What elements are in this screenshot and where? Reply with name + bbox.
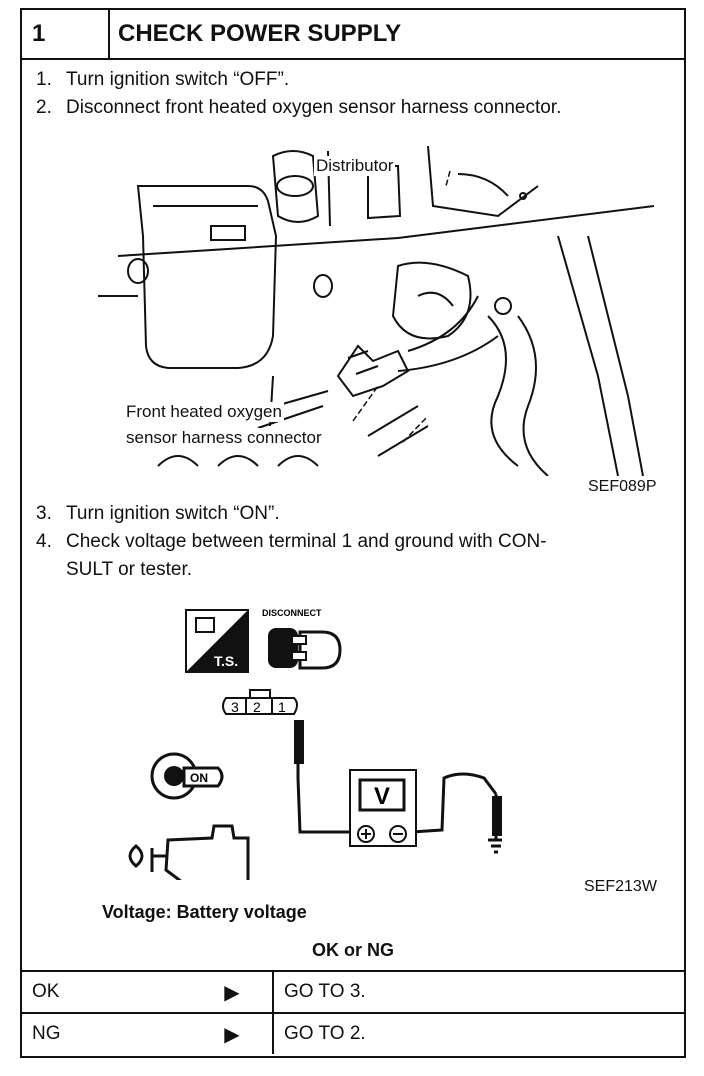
- connector-terminals: [222, 689, 298, 715]
- instruction-step-1: 1. Turn ignition switch “OFF”.: [36, 68, 289, 92]
- terminal-1: 1: [278, 699, 286, 715]
- ok-or-ng-heading: OK or NG: [311, 940, 394, 960]
- step-2-text: Disconnect front heated oxygen sensor ha…: [66, 97, 562, 118]
- step-4-text: Check voltage between terminal 1 and gro…: [66, 531, 547, 552]
- result-table: OK ▶ GO TO 3. NG ▶ GO TO 2.: [22, 970, 684, 1054]
- figure-1-code: SEF089P: [588, 478, 657, 495]
- ts-icon: T.S.: [185, 609, 249, 673]
- voltage-check-diagram: T.S. DISCONNECT 3 2 1: [128, 608, 502, 880]
- engine-connector-illustration: [98, 146, 654, 476]
- ignition-key-icon: ON: [150, 752, 224, 800]
- engine-icon: [128, 824, 250, 880]
- step-title: CHECK POWER SUPPLY: [118, 20, 402, 47]
- result-row-ng: NG ▶ GO TO 2.: [22, 1012, 684, 1054]
- step-4-number: 4.: [36, 531, 52, 552]
- connector-label-line-1: Front heated oxygen: [124, 402, 284, 422]
- probe-positive: [294, 720, 304, 764]
- step-1-text: Turn ignition switch “OFF”.: [66, 69, 290, 90]
- arrow-icon: ▶: [192, 970, 273, 1013]
- key-on-label: ON: [190, 771, 208, 785]
- step-header: 1 CHECK POWER SUPPLY: [22, 10, 684, 60]
- result-status-ok: OK: [22, 970, 192, 1013]
- step-3-text: Turn ignition switch “ON”.: [66, 503, 280, 524]
- step-3-number: 3.: [36, 503, 52, 524]
- meter-label: V: [374, 783, 390, 810]
- instruction-step-4-continued: SULT or tester.: [66, 559, 193, 580]
- disconnect-label: DISCONNECT: [262, 608, 322, 618]
- procedure-panel: 1 CHECK POWER SUPPLY 1. Turn ignition swi…: [20, 8, 686, 1058]
- probe-ground: [492, 796, 502, 836]
- distributor-label: Distributor: [314, 156, 396, 176]
- terminal-2: 2: [253, 699, 261, 715]
- step-2-number: 2.: [36, 97, 52, 118]
- figure-2-code: SEF213W: [584, 878, 657, 895]
- instruction-step-3: 3. Turn ignition switch “ON”.: [36, 502, 280, 526]
- voltmeter: V: [349, 769, 417, 847]
- result-row-ok: OK ▶ GO TO 3.: [22, 970, 684, 1013]
- instruction-step-2: 2. Disconnect front heated oxygen sensor …: [36, 96, 561, 120]
- instruction-step-4: 4. Check voltage between terminal 1 and g…: [36, 530, 547, 554]
- result-status-ng: NG: [22, 1012, 192, 1054]
- step-1-number: 1.: [36, 69, 52, 90]
- connector-label-line-2: sensor harness connector: [124, 428, 324, 448]
- step-number: 1: [22, 10, 110, 58]
- voltage-specification: Voltage: Battery voltage: [102, 902, 307, 922]
- result-action-ok: GO TO 3.: [272, 970, 684, 1013]
- arrow-icon: ▶: [192, 1012, 273, 1054]
- terminal-3: 3: [231, 699, 239, 715]
- result-action-ng: GO TO 2.: [272, 1012, 684, 1054]
- ts-label: T.S.: [214, 653, 238, 669]
- disconnect-icon: DISCONNECT: [262, 608, 342, 670]
